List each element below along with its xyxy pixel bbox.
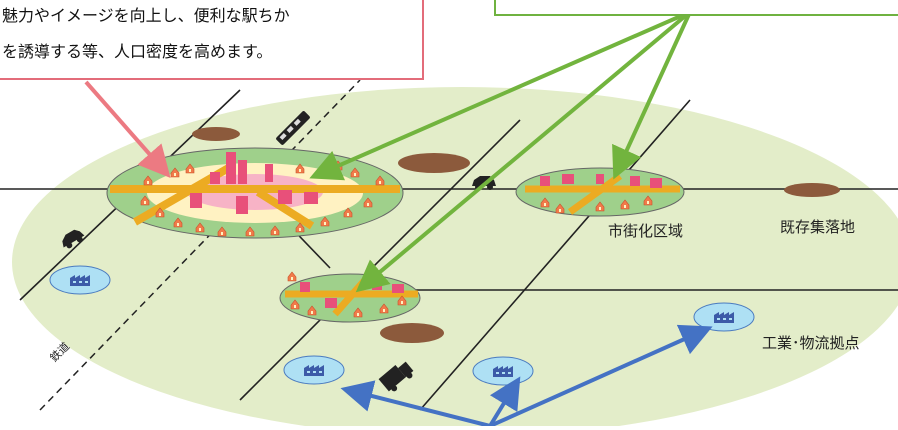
village-blob [192,127,240,141]
label-urbanization-area: 市街化区域 [608,222,684,240]
industrial-hubs [49,265,755,386]
callout-box: 魅力やイメージを向上し、便利な駅ちか を誘導する等、人口密度を高めます。 [0,0,424,80]
main-city-center [106,147,404,239]
truck-icon [378,361,414,392]
callout-text-line-1: 魅力やイメージを向上し、便利な駅ちか [2,6,290,25]
village-blob [398,153,470,173]
car-icon [62,229,85,249]
pink-arrow [84,80,171,179]
factory-icon [693,302,755,332]
sub-center-right [515,167,685,217]
callout-text-line-2: を誘導する等、人口密度を高めます。 [2,42,273,61]
label-industrial-hub: 工業･物流拠点 [762,334,860,352]
city-region [12,87,898,430]
train-icon [276,111,310,145]
factory-icon [49,265,111,295]
green-callout-box [494,0,898,16]
blue-arrows [340,324,713,428]
factory-icon [283,355,345,385]
railway-line [39,79,361,411]
existing-villages [192,127,840,343]
label-existing-village: 既存集落地 [780,218,856,236]
village-blob [784,183,840,197]
factory-icon [472,356,534,386]
village-blob [380,323,444,343]
green-arrows [309,10,692,293]
